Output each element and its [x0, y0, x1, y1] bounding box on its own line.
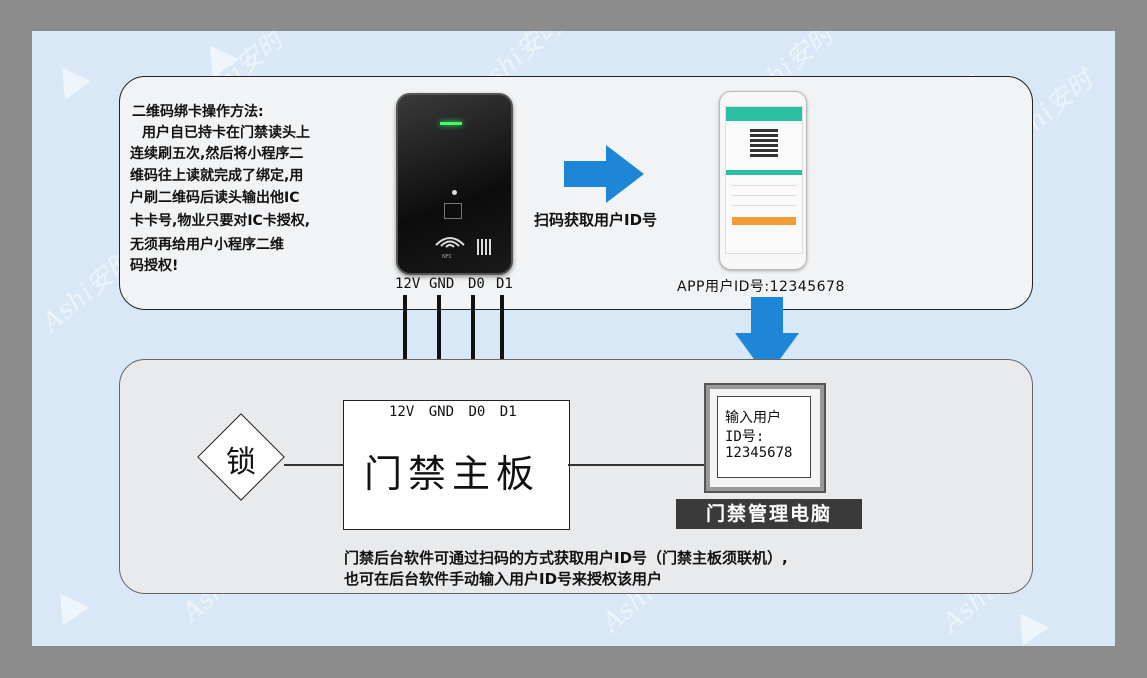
phone-form-row: [732, 205, 796, 206]
wire-12v: [403, 295, 407, 401]
management-computer: 输入用户 ID号: 12345678: [704, 383, 826, 493]
computer-screen: 输入用户 ID号: 12345678: [717, 396, 811, 478]
qr-code-icon: [477, 239, 492, 255]
nfc-label: NFC: [442, 254, 453, 260]
qr-code-icon: [750, 129, 778, 157]
lock-connector-line: [284, 464, 344, 466]
method-line: 维码往上读就完成了绑定,用: [130, 168, 304, 184]
method-line: 户刷二维码后读头输出他IC: [130, 190, 300, 206]
reader-pin-label: 12V: [395, 276, 421, 292]
smartphone-device: [719, 91, 807, 270]
board-computer-line: [568, 464, 704, 466]
board-pin-label: GND: [428, 404, 455, 420]
board-pin-label: D1: [499, 404, 517, 420]
board-pin-labels: 12V GND D0 D1: [389, 404, 517, 420]
computer-screen-line: 输入用户: [725, 410, 781, 426]
computer-screen-line: ID号:: [725, 429, 765, 445]
method-line: 卡卡号,物业只要对IC卡授权,: [130, 213, 311, 229]
reader-pin-label: GND: [429, 276, 455, 292]
phone-section-bar: [726, 170, 802, 175]
lock-label: 锁: [226, 445, 256, 480]
card-reader-device: NFC: [396, 93, 513, 275]
board-pin-label: 12V: [389, 404, 415, 420]
method-line: 连续刷五次,然后将小程序二: [130, 146, 304, 162]
wire-d1: [500, 295, 504, 401]
phone-form-row: [732, 185, 796, 186]
reader-sensor-icon: [452, 190, 457, 195]
scan-step-label: 扫码获取用户ID号: [534, 211, 658, 229]
arrow-right-icon: [564, 145, 644, 203]
note-line: 也可在后台软件手动输入用户ID号来授权该用户: [344, 570, 663, 588]
reader-scan-window-icon: [444, 203, 462, 219]
computer-label: 门禁管理电脑: [676, 499, 862, 529]
binding-method-panel: [119, 76, 1033, 310]
board-label: 门禁主板: [364, 452, 541, 496]
note-line: 门禁后台软件可通过扫码的方式获取用户ID号（门禁主板须联机）,: [344, 549, 788, 567]
computer-screen-line: 12345678: [725, 445, 793, 461]
reader-pin-label: D0: [468, 276, 485, 292]
access-control-board: [343, 400, 570, 530]
arrow-down-icon: [735, 297, 799, 377]
controller-panel: [119, 359, 1033, 594]
phone-form-row: [732, 195, 796, 196]
reader-pin-label: D1: [496, 276, 513, 292]
watermark-logo-icon: [48, 58, 92, 100]
wire-gnd: [437, 295, 441, 401]
watermark-logo-icon: [1006, 604, 1050, 646]
method-line: 码授权!: [130, 258, 179, 274]
board-pin-label: D0: [468, 404, 486, 420]
method-title: 二维码绑卡操作方法:: [132, 104, 264, 120]
app-user-id-label: APP用户ID号:12345678: [677, 279, 845, 295]
phone-action-button: [732, 217, 796, 225]
phone-screen: [725, 106, 803, 254]
watermark-logo-icon: [46, 584, 90, 626]
nfc-waves-icon: [435, 237, 465, 248]
method-line: 用户自已持卡在门禁读头上: [142, 125, 310, 141]
diagram-canvas: Ashi安时 Ashi安时 Ashi安时 Ashi安时 Ashi安时 Ashi安…: [32, 31, 1115, 646]
wire-d0: [471, 295, 475, 401]
reader-led-icon: [440, 122, 462, 125]
method-line: 无须再给用户小程序二维: [130, 237, 284, 253]
phone-header-bar: [726, 107, 802, 121]
